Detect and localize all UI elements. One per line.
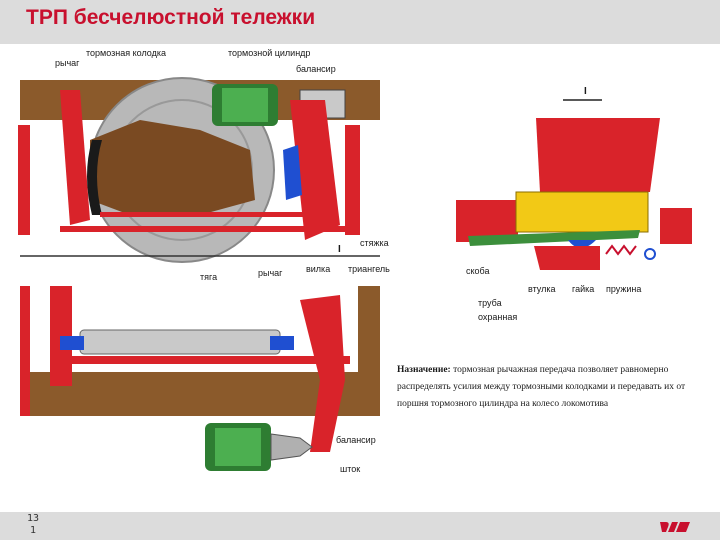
detail-spring-eye — [644, 248, 656, 260]
label-stem: шток — [340, 464, 360, 474]
detail-frame-right — [660, 208, 692, 244]
rzd-logo-mark-c — [676, 522, 690, 532]
brake-linkage-diagram: рычаг тормозная колодка тормозной цилинд… — [18, 48, 692, 474]
detail-housing — [536, 118, 660, 192]
purpose-note: Назначение: тормозная рычажная передача … — [397, 362, 697, 413]
label-balancer-top: балансир — [296, 64, 336, 74]
blue-fitting-right — [270, 336, 294, 350]
brake-shoe-top — [87, 140, 102, 215]
detail-spring — [605, 244, 637, 256]
pull-rod — [100, 212, 320, 217]
label-tube-2: охранная — [478, 312, 517, 322]
label-rod: тяга — [200, 272, 217, 282]
rzd-logo-icon — [660, 522, 690, 532]
page-number-line2: 1 — [29, 525, 37, 536]
slide-footer — [0, 512, 720, 540]
slide-title: ТРП бесчелюстной тележки — [26, 6, 316, 29]
brake-lever-plan — [300, 295, 345, 452]
detail-bushing — [515, 191, 649, 233]
label-tube-1: труба — [478, 298, 502, 308]
slide-header — [0, 0, 720, 44]
blue-bracket-top — [283, 145, 302, 200]
wheelset-left — [20, 286, 30, 416]
axle-plan — [79, 329, 281, 355]
page-number-line1: 13 — [26, 513, 40, 524]
label-brake-shoe: тормозная колодка — [86, 48, 166, 58]
cylinder-piston-bottom — [270, 433, 313, 461]
label-section-mark: I — [584, 86, 587, 97]
label-triangle: триангель — [348, 264, 390, 274]
label-bushing: втулка — [528, 284, 556, 294]
label-lever-bottom: рычаг — [258, 268, 283, 278]
side-view: рычаг тормозная колодка тормозной цилинд… — [18, 48, 390, 282]
label-nut: гайка — [572, 284, 594, 294]
label-balancer-bottom: балансир — [336, 435, 376, 445]
page-number: 13 1 — [24, 513, 42, 537]
blue-fitting-left — [60, 336, 84, 350]
label-bracket: скоба — [466, 266, 490, 276]
rzd-logo-mark-a — [660, 522, 669, 532]
label-brake-cylinder: тормозной цилиндр — [228, 48, 310, 58]
label-tie: стяжка — [360, 238, 389, 248]
purpose-text: тормозная рычажная передача позволяет ра… — [397, 365, 686, 409]
axle-box — [90, 120, 255, 215]
brake-hanger-right — [345, 125, 360, 235]
plan-view: балансир шток — [20, 286, 380, 474]
brake-cylinder-bottom-shine — [215, 428, 261, 466]
label-fork: вилка — [306, 264, 330, 274]
detail-guard-tube — [468, 230, 640, 246]
detail-view: I скоба труба охранная втулка гайка пруж… — [456, 86, 692, 322]
label-lever-top: рычаг — [55, 58, 80, 68]
purpose-label: Назначение: — [397, 365, 451, 375]
brake-cylinder-top-shine — [222, 88, 268, 122]
frame-beam-right — [358, 286, 380, 372]
brake-hanger-left — [18, 125, 30, 235]
label-spring: пружина — [606, 284, 641, 294]
tie-rod — [60, 226, 360, 232]
label-section-small: I — [338, 244, 341, 255]
detail-lower-body — [534, 246, 600, 270]
rzd-logo-mark-b — [668, 522, 678, 532]
triangle-beam — [60, 356, 350, 364]
brake-lever-right — [290, 100, 340, 240]
brake-lever-left — [60, 90, 90, 225]
